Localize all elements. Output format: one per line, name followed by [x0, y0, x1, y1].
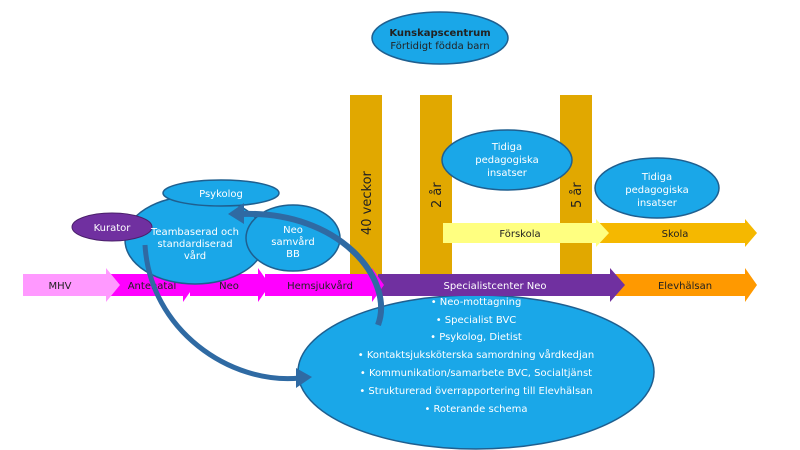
- forskola-arrow: [443, 219, 609, 247]
- milestone-40-veckor: 40 veckor: [360, 170, 375, 235]
- kunskapscentrum-title: Kunskapscentrum: [389, 28, 490, 39]
- neo-line: BB: [286, 249, 300, 260]
- item-1: • Specialist BVC: [436, 315, 517, 326]
- milestone-bars: 40 veckor 2 år 5 år: [350, 95, 592, 277]
- item-4: • Kommunikation/samarbete BVC, Socialtjä…: [360, 368, 592, 379]
- psykolog-label: Psykolog: [199, 189, 243, 200]
- neo-line: samvård: [271, 235, 314, 248]
- skola-arrow: [600, 219, 757, 247]
- item-6: • Roterande schema: [424, 404, 527, 415]
- kunskapscentrum-subtitle: Förtidigt födda barn: [390, 41, 489, 52]
- kurator-label: Kurator: [94, 223, 132, 234]
- timeline-label: Specialistcenter Neo: [443, 281, 546, 292]
- item-3: • Kontaktsjuksköterska samordning vårdke…: [358, 348, 595, 361]
- psykolog-ellipse: [162, 179, 280, 207]
- kunskapscentrum-ellipse: Kunskapscentrum Förtidigt födda barn: [371, 11, 509, 65]
- team-line: Teambaserad och: [150, 227, 239, 238]
- arrow-head: [296, 368, 312, 388]
- specialist-items: • Neo-mottagning • Specialist BVC • Psyk…: [358, 297, 595, 415]
- tidiga-insatser-2: Tidiga pedagogiska insatser: [594, 157, 720, 219]
- tidiga1-line: Tidiga: [491, 142, 522, 153]
- team-cluster: Psykolog Kurator Teambaserad och standar…: [71, 179, 341, 285]
- timeline-label: MHV: [49, 281, 72, 292]
- bar-2-ar: [420, 95, 452, 277]
- timeline-label: Hemsjukvård: [287, 279, 353, 292]
- tidiga1-line: insatser: [487, 168, 528, 179]
- arrow-specialist-to-team: [239, 210, 385, 327]
- tidiga2-line: Tidiga: [641, 172, 672, 183]
- kurator-ellipse: [71, 212, 153, 242]
- tidiga1-line: pedagogiska: [475, 155, 539, 166]
- forskola-label: Förskola: [499, 229, 540, 240]
- milestone-2-ar: 2 år: [430, 182, 445, 208]
- team-line: standardiserad: [157, 239, 232, 250]
- timeline-label: Elevhälsan: [658, 281, 712, 292]
- tidiga2-line: pedagogiska: [625, 185, 689, 196]
- bar-40-veckor: [350, 95, 382, 277]
- item-5: • Strukturerad överrapportering till Ele…: [359, 386, 592, 397]
- timeline-mhv: [23, 268, 120, 302]
- timeline: MHV Antenatal Neo Hemsjukvård Specialist…: [23, 268, 757, 302]
- timeline-elevhalsan: [615, 268, 757, 302]
- skola-label: Skola: [662, 229, 689, 240]
- timeline-hemsjukvard: [265, 268, 384, 302]
- curved-arrows: [142, 203, 385, 388]
- item-2: • Psykolog, Dietist: [430, 332, 522, 343]
- tidiga-insatser-1: Tidiga pedagogiska insatser: [441, 129, 573, 191]
- item-0: • Neo-mottagning: [431, 297, 522, 308]
- arrow-team-to-specialist: [142, 244, 301, 382]
- arrow-head: [228, 203, 244, 224]
- tidiga2-line: insatser: [637, 198, 678, 209]
- timeline-specialistcenter: [378, 268, 625, 302]
- milestone-5-ar: 5 år: [570, 182, 585, 208]
- team-line: vård: [184, 249, 206, 262]
- bar-5-ar: [560, 95, 592, 277]
- neo-line: Neo: [283, 225, 303, 236]
- timeline-label: Neo: [219, 281, 239, 292]
